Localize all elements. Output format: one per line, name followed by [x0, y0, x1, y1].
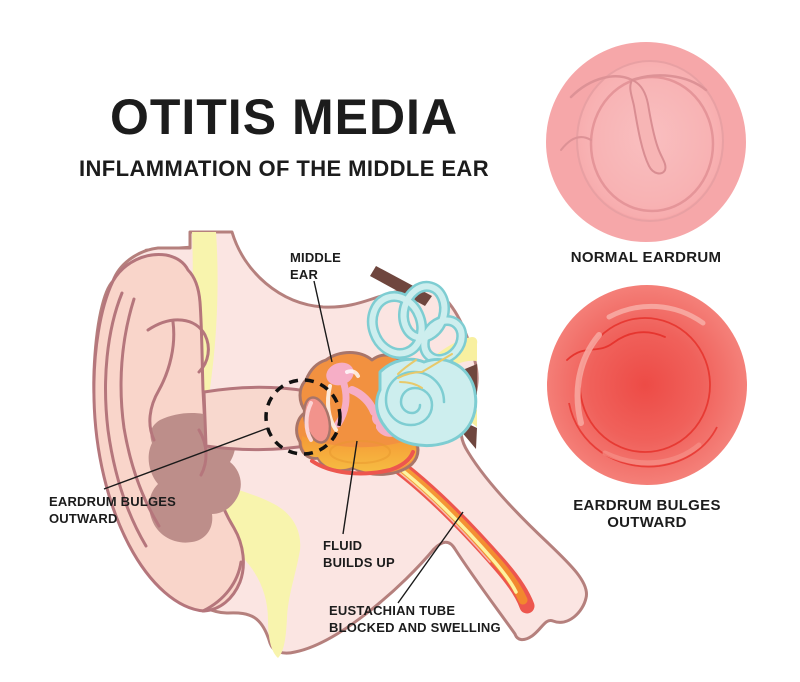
title-block: OTITIS MEDIA INFLAMMATION OF THE MIDDLE …: [34, 92, 534, 182]
normal-eardrum-illustration: [546, 42, 746, 242]
page-subtitle: INFLAMMATION OF THE MIDDLE EAR: [79, 156, 489, 181]
tube-core: [388, 459, 518, 594]
ear-canal: [202, 385, 313, 452]
page-title: OTITIS MEDIA: [109, 89, 459, 145]
inflamed-rim: [310, 450, 415, 476]
malleus-shadow: [629, 79, 667, 175]
cochlea: [375, 357, 478, 447]
bulge-light-crescent-bottom: [602, 442, 702, 466]
eustachian-tube: [382, 452, 535, 614]
label-middle-ear: MIDDLE EAR: [290, 250, 342, 283]
semicircular-canals: [366, 280, 468, 365]
caption-bulging-eardrum: EARDRUM BULGES OUTWARD: [573, 497, 721, 531]
bulge-light-crescent-left: [574, 332, 602, 426]
bulging-eardrum-illustration: [547, 285, 747, 485]
eardrum-fold-small: [560, 136, 592, 151]
fluid-ring: [329, 440, 391, 464]
pointer-lines: [103, 280, 464, 604]
eardrum-highlight: [304, 401, 313, 442]
ear-cross-section-illustration: [92, 230, 588, 658]
caption-normal-eardrum: NORMAL EARDRUM: [570, 249, 722, 266]
ear-fold-lines: [104, 291, 243, 613]
pointer-line-eardrum-bulges: [103, 427, 269, 490]
pointer-line-eustachian: [397, 511, 464, 604]
label-fluid-builds-up: FLUID BUILDS UP: [323, 538, 395, 571]
fluid: [301, 436, 416, 473]
highlight-dashed-circle: [264, 378, 342, 456]
pointer-line-fluid: [342, 440, 358, 535]
label-eustachian-tube: EUSTACHIAN TUBE BLOCKED AND SWELLING: [329, 603, 501, 636]
highlights: [326, 369, 360, 432]
nerve-twigs: [397, 353, 453, 389]
label-eardrum-bulges: EARDRUM BULGES OUTWARD: [49, 494, 177, 527]
pointer-line-middle-ear: [313, 280, 333, 363]
cochlea-spiral: [384, 370, 446, 427]
inner-ear: [366, 280, 478, 447]
bulge-light-crescent-top: [606, 303, 706, 326]
bulge-wavy-line: [566, 331, 666, 361]
